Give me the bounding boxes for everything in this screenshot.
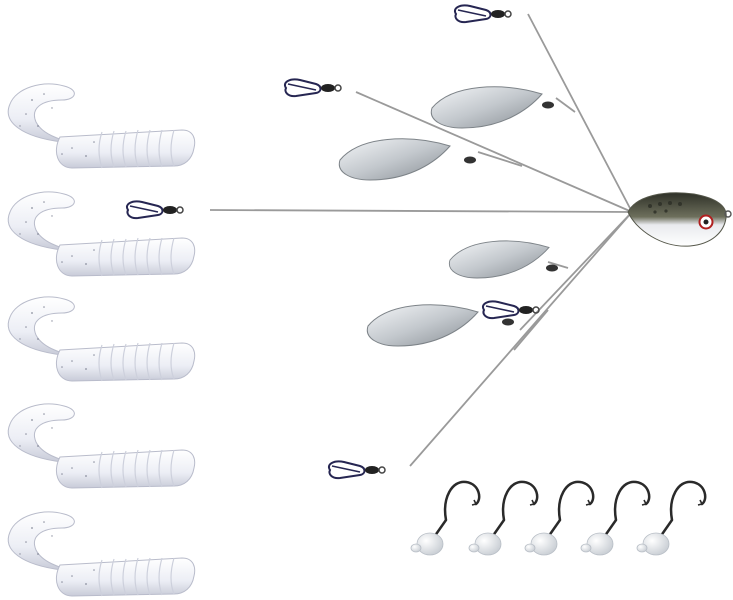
blade-3	[448, 240, 550, 279]
jig-head-4	[579, 480, 651, 557]
snap-swivel-4	[481, 300, 540, 320]
jig-head-1	[409, 480, 481, 557]
grub-1	[7, 83, 196, 169]
blade-swivels	[464, 101, 558, 326]
rig-wires	[209, 13, 633, 467]
jig-head-5	[635, 480, 707, 557]
snap-swivel-1	[453, 4, 512, 24]
snap-swivel-2	[283, 78, 342, 98]
jig-head-3	[523, 480, 595, 557]
blade-1	[430, 86, 543, 129]
blade-4	[366, 304, 479, 347]
grub-2	[7, 191, 196, 277]
rig-head	[627, 192, 732, 247]
grub-3	[7, 296, 196, 382]
grub-4	[7, 403, 196, 489]
grub-5	[7, 511, 196, 597]
blade-2	[338, 138, 451, 181]
snap-swivel-3	[125, 200, 184, 220]
snap-swivel-5	[327, 460, 386, 480]
